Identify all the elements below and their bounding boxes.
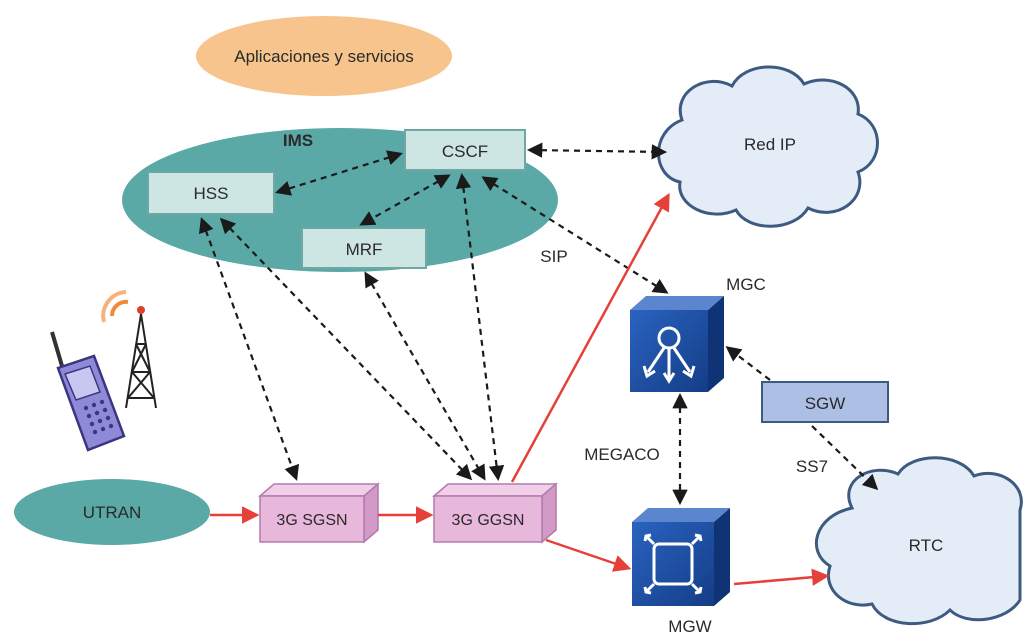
link-mrf-ggsn bbox=[364, 271, 486, 481]
sgw-box: SGW bbox=[761, 381, 889, 423]
mobile-phone-icon bbox=[50, 331, 126, 452]
rtc-cloud: RTC bbox=[814, 456, 1023, 626]
mgw-switch-icon bbox=[643, 533, 703, 595]
utran-node: UTRAN bbox=[14, 479, 210, 545]
link-ggsn-mgw bbox=[545, 538, 632, 572]
utran-label: UTRAN bbox=[83, 503, 142, 522]
bearer-links bbox=[210, 192, 830, 586]
mgw-device: MGW bbox=[632, 508, 730, 636]
mgc-label: MGC bbox=[726, 275, 766, 294]
ggsn-label: 3G GGSN bbox=[452, 512, 525, 529]
link-sgw-mgc bbox=[725, 346, 771, 381]
link-cscf-mrf bbox=[359, 174, 451, 226]
sgsn-node: 3G SGSN bbox=[257, 482, 381, 544]
cscf-box: CSCF bbox=[404, 129, 526, 171]
antenna-tower-icon bbox=[101, 290, 157, 409]
hss-box: HSS bbox=[147, 171, 275, 215]
sip-label: SIP bbox=[540, 247, 567, 266]
link-sgw-rtc bbox=[811, 425, 879, 491]
cscf-label: CSCF bbox=[442, 142, 488, 161]
link-mgw-rtc bbox=[733, 568, 830, 586]
mgc-fanout-icon bbox=[642, 326, 696, 384]
sgsn-label: 3G SGSN bbox=[276, 512, 347, 529]
megaco-label: MEGACO bbox=[584, 445, 660, 464]
mrf-box: MRF bbox=[301, 227, 427, 269]
mrf-label: MRF bbox=[346, 240, 383, 259]
red-ip-cloud: Red IP bbox=[657, 65, 879, 228]
sgw-label: SGW bbox=[805, 394, 846, 413]
apps-services-bubble: Aplicaciones y servicios bbox=[196, 16, 452, 96]
ims-label: IMS bbox=[283, 131, 313, 150]
ggsn-node: 3G GGSN bbox=[431, 482, 559, 544]
link-cscf-mgc bbox=[481, 176, 669, 294]
mgc-device: MGC bbox=[630, 275, 766, 392]
ss7-label: SS7 bbox=[796, 457, 828, 476]
rtc-label: RTC bbox=[909, 536, 944, 555]
hss-label: HSS bbox=[194, 184, 229, 203]
signalling-links bbox=[198, 142, 879, 506]
link-ggsn-redip bbox=[510, 192, 670, 483]
link-cscf-ggsn bbox=[455, 172, 505, 482]
mgw-label: MGW bbox=[668, 617, 711, 636]
red-ip-label: Red IP bbox=[744, 135, 796, 154]
link-cscf-redip bbox=[526, 142, 668, 160]
apps-services-label: Aplicaciones y servicios bbox=[234, 47, 414, 66]
